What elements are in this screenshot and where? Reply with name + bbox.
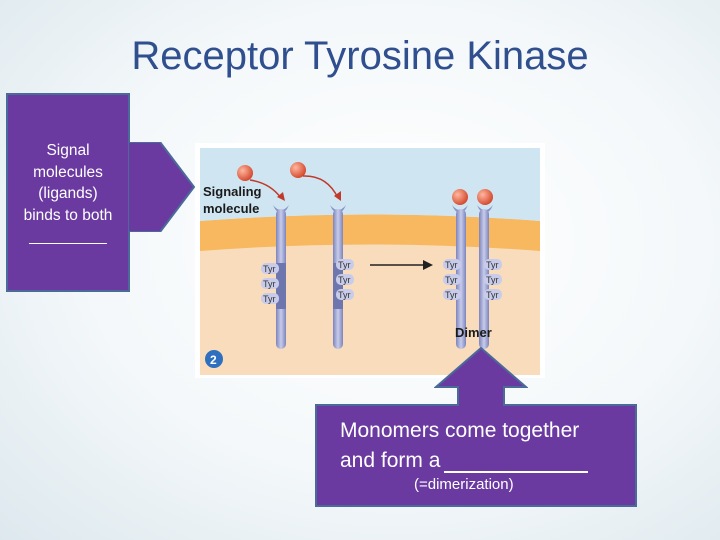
tyr-pill [261,263,279,274]
signaling-label-line2: molecule [203,201,259,216]
tyr-label: Tyr [486,290,499,300]
tyr-label: Tyr [445,290,458,300]
tyr-label: Tyr [338,260,351,270]
left-callout-arrow [128,142,196,232]
tyr-pill [336,289,354,300]
tyr-label: Tyr [445,260,458,270]
left-callout-line: molecules [33,163,103,181]
bottom-callout-line1: Monomers come together [340,419,580,442]
bottom-callout-arrow [434,347,528,408]
step-number: 2 [210,353,217,367]
receptor-diagram: Signaling molecule Tyr Tyr Tyr Tyr Tyr T… [195,143,545,378]
ligand-arrowhead-2 [334,191,341,201]
bottom-callout-line2-text: and form a [340,449,441,472]
bottom-callout-line2: and form a [340,449,589,473]
tyr-pill [336,274,354,285]
ligand-arrow-2 [302,175,339,199]
tyr-site [333,263,343,309]
left-callout-line: (ligands) [38,185,98,202]
tyr-pill [443,274,461,285]
slide-title: Receptor Tyrosine Kinase [131,34,589,78]
left-callout-blank: _________ [29,228,107,245]
tyr-pill [261,278,279,289]
bottom-callout-blank [444,451,589,473]
ligand-ball-2 [290,162,306,178]
tyr-label: Tyr [263,264,276,274]
tyr-pill [484,274,502,285]
step-number-badge [205,350,223,368]
tyr-site [276,263,286,279]
dimer-ligand-ball [452,189,468,205]
tyr-pill [443,289,461,300]
tyr-label: Tyr [486,260,499,270]
ligand-arrowhead-1 [277,192,285,201]
left-callout-text: Signal molecules (ligands) binds to both… [6,140,130,248]
tyr-label: Tyr [263,294,276,304]
tyr-label: Tyr [263,279,276,289]
dimerization-arrow [370,260,433,270]
left-callout-line: binds to both [23,206,113,224]
tyr-label: Tyr [338,275,351,285]
tyr-site [276,278,286,294]
tyr-label: Tyr [338,290,351,300]
tyr-label: Tyr [486,275,499,285]
tyr-label: Tyr [445,275,458,285]
left-callout-line: Signal [46,142,90,159]
dimer-ligand-ball [477,189,493,205]
tyr-site [276,293,286,309]
left-callout-box [6,93,130,292]
receptor-monomer-1 [237,165,289,349]
bottom-callout-box [315,404,637,507]
tyr-pill [261,293,279,304]
tyr-pill [484,259,502,270]
bottom-callout-line3: (=dimerization) [414,476,514,493]
tyr-pill [336,259,354,270]
tyr-pill [484,289,502,300]
signaling-label-line1: Signaling [203,184,262,199]
dimer-label: Dimer [455,325,492,340]
tyr-pill [443,259,461,270]
ligand-ball-1 [237,165,253,181]
